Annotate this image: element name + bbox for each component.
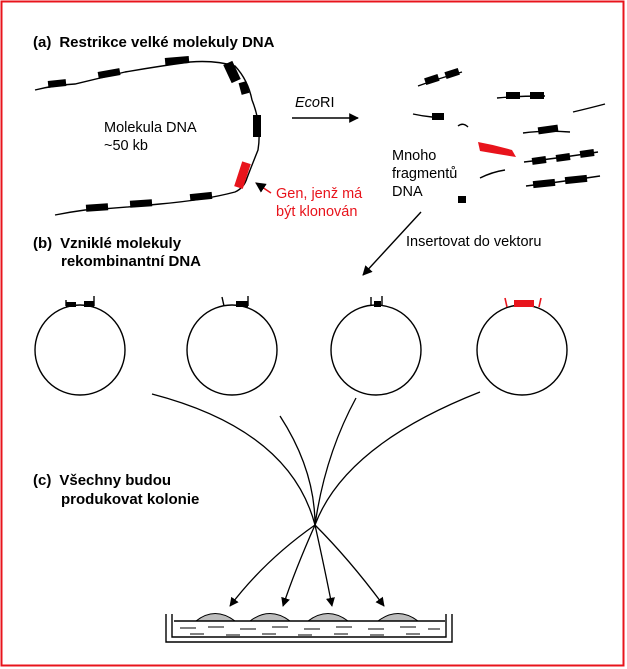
fragments-label: Mnoho bbox=[392, 148, 436, 164]
fragments-label-3: DNA bbox=[392, 184, 423, 200]
recombinant-plasmid bbox=[330, 296, 422, 396]
dna-segment bbox=[129, 199, 153, 208]
recombinant-plasmid bbox=[34, 296, 126, 396]
panel-b-title: (b)Vzniklé molekuly bbox=[33, 235, 182, 252]
dna-segment bbox=[85, 203, 109, 212]
gene-pointer-arrow bbox=[255, 182, 272, 194]
fragments-label-2: fragmentů bbox=[392, 166, 457, 182]
gene-label: Gen, jenž má bbox=[276, 186, 363, 202]
recombinant-plasmid-with-gene bbox=[476, 297, 568, 396]
panel-a-title: (a)Restrikce velké molekuly DNA bbox=[33, 34, 275, 51]
panel-c-title-2: produkovat kolonie bbox=[61, 491, 199, 508]
dna-segment bbox=[47, 79, 67, 88]
molecule-label: Molekula DNA bbox=[104, 120, 197, 136]
molecule-size-label: ~50 kb bbox=[104, 138, 148, 154]
culture-dish bbox=[165, 613, 453, 643]
dna-segment bbox=[223, 60, 241, 84]
dna-segment bbox=[164, 55, 190, 66]
gene-segment bbox=[234, 161, 251, 189]
gene-label-2: být klonován bbox=[276, 204, 357, 220]
panel-c-title: (c)Všechny budou bbox=[33, 472, 171, 489]
dna-segment bbox=[97, 68, 121, 79]
dna-segment bbox=[238, 81, 250, 95]
recombinant-plasmid bbox=[186, 296, 278, 396]
insert-arrow bbox=[362, 211, 422, 276]
transformation-lines bbox=[151, 391, 481, 607]
dna-segment bbox=[253, 115, 261, 137]
dna-segment bbox=[189, 191, 213, 202]
dna-fragments bbox=[412, 67, 606, 203]
insert-label: Insertovat do vektoru bbox=[406, 234, 541, 250]
enzyme-label: EcoRI bbox=[295, 95, 335, 111]
panel-b-title-2: rekombinantní DNA bbox=[61, 253, 201, 270]
